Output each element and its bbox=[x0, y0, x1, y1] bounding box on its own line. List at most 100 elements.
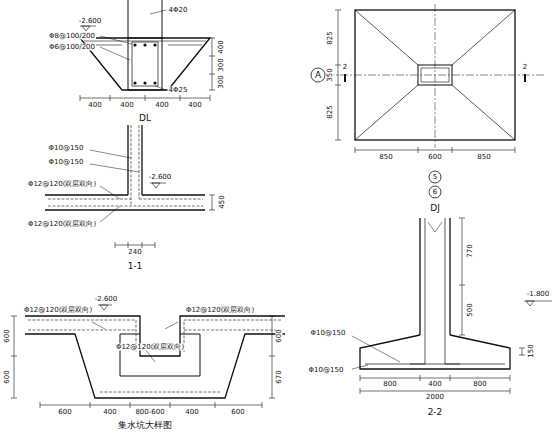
drawing-label: Φ10@150 bbox=[310, 330, 347, 337]
beam-section bbox=[133, 43, 136, 46]
footing-plan bbox=[326, 4, 545, 148]
wall-slab-section bbox=[48, 125, 203, 206]
sump-pit-section bbox=[120, 334, 200, 376]
drawing-label: 450 bbox=[219, 194, 226, 209]
footing-plan bbox=[311, 68, 325, 82]
drawing-label: Φ6@100/200 bbox=[48, 44, 96, 51]
drawing-label: Φ10@150 bbox=[48, 145, 85, 152]
drawing-label: 1-1 bbox=[127, 262, 144, 271]
drawing-label: -2.600 bbox=[94, 296, 119, 303]
wall-slab-section bbox=[45, 125, 205, 210]
footing-section bbox=[519, 301, 552, 355]
footing-plan bbox=[429, 186, 441, 198]
footing-section bbox=[352, 218, 552, 394]
drawing-label: -2.600 bbox=[148, 174, 173, 181]
drawing-label: 集水坑大样图 bbox=[117, 421, 173, 430]
drawing-label: -1.800 bbox=[526, 291, 551, 298]
sump-pit-section bbox=[25, 316, 285, 356]
footing-section bbox=[428, 222, 442, 232]
beam-section bbox=[153, 43, 156, 46]
drawing-label: Φ12@120(双层双向) bbox=[23, 307, 93, 314]
drawing-label: 400 bbox=[187, 102, 202, 109]
drawing-label: 300 bbox=[218, 57, 225, 72]
footing-plan bbox=[355, 147, 515, 153]
drawing-label: 600 bbox=[230, 409, 245, 416]
drawing-label: DJ bbox=[429, 204, 441, 213]
drawing-label: 2000 bbox=[425, 394, 445, 401]
footing-section bbox=[352, 336, 400, 369]
footing-section bbox=[365, 218, 505, 364]
drawing-label: 800-600 bbox=[134, 409, 165, 416]
drawing-label: Φ12@120(双层双向) bbox=[185, 307, 255, 314]
sump-pit-section bbox=[40, 402, 262, 408]
drawing-label: 500 bbox=[467, 302, 474, 317]
beam-section bbox=[209, 38, 215, 90]
drawing-label: 400 bbox=[119, 102, 134, 109]
drawing-label: 825 bbox=[327, 30, 334, 45]
drawing-label: Φ12@120(双层双向) bbox=[27, 221, 97, 228]
drawing-label: 600 bbox=[4, 369, 11, 384]
drawing-label: Φ8@100/200 bbox=[48, 33, 96, 40]
drawing-label: Φ10@150 bbox=[48, 159, 85, 166]
drawing-label: 150 bbox=[528, 343, 535, 358]
wall-slab-section bbox=[150, 183, 166, 188]
drawing-label: 400 bbox=[427, 381, 442, 388]
footing-plan bbox=[429, 171, 441, 183]
drawing-label: Φ10@150 bbox=[308, 367, 345, 374]
drawing-label: 800 bbox=[382, 381, 397, 388]
beam-section bbox=[133, 81, 136, 84]
drawing-label: 400 bbox=[184, 409, 199, 416]
sump-pit-section bbox=[11, 316, 275, 398]
drawing-label: 400 bbox=[154, 102, 169, 109]
drawing-label: 770 bbox=[467, 243, 474, 258]
drawing-label: 600 bbox=[57, 409, 72, 416]
sump-pit-section bbox=[11, 305, 285, 408]
footing-section bbox=[420, 218, 450, 335]
drawing-label: 400 bbox=[87, 102, 102, 109]
drawing-label: 2 bbox=[342, 64, 348, 71]
drawing-label: 2 bbox=[522, 64, 528, 71]
drawing-label: 240 bbox=[127, 249, 142, 256]
beam-section bbox=[128, 38, 162, 90]
drawing-label: 600 bbox=[276, 328, 283, 343]
drawing-label: 825 bbox=[327, 104, 334, 119]
sump-pit-section bbox=[92, 322, 178, 362]
drawing-label: DL bbox=[138, 114, 152, 123]
drawing-label: 400 bbox=[102, 409, 117, 416]
footing-plan bbox=[311, 4, 545, 198]
beam-section bbox=[84, 41, 206, 45]
drawing-label: 2-2 bbox=[427, 408, 444, 417]
sump-pit-section bbox=[98, 305, 112, 310]
drawing-label: A bbox=[314, 71, 322, 80]
drawing-label: 350 bbox=[327, 67, 334, 82]
drawing-label: 800 bbox=[472, 381, 487, 388]
drawing-label: 670 bbox=[276, 369, 283, 384]
drawing-label: 850 bbox=[378, 154, 393, 161]
beam-section bbox=[80, 95, 210, 101]
footing-section bbox=[360, 375, 510, 394]
beam-section bbox=[153, 81, 156, 84]
beam-section bbox=[143, 81, 146, 84]
beam-section bbox=[128, 0, 162, 38]
beam-section bbox=[80, 26, 96, 31]
drawing-label: 600 bbox=[427, 154, 442, 161]
wall-slab-section bbox=[115, 242, 155, 248]
drawing-label: 6 bbox=[432, 189, 438, 196]
drawing-label: Φ12@120(双层双向) bbox=[115, 344, 185, 351]
drawing-label: 5 bbox=[432, 174, 438, 181]
footing-plan bbox=[345, 74, 525, 82]
sump-pit-section bbox=[28, 320, 282, 392]
drawing-label: 600 bbox=[4, 328, 11, 343]
beam-section bbox=[133, 43, 156, 84]
beam-section bbox=[143, 43, 146, 46]
footing-plan bbox=[335, 10, 341, 140]
sump-pit-section bbox=[25, 334, 285, 398]
drawing-label: Φ12@120(双层双向) bbox=[27, 181, 97, 188]
drawing-label: 300 bbox=[218, 74, 225, 89]
beam-section bbox=[100, 10, 166, 90]
drawing-label: 4Φ20 bbox=[168, 7, 189, 14]
footing-section bbox=[459, 218, 465, 335]
wall-slab-section bbox=[90, 150, 139, 222]
beam-section bbox=[132, 42, 158, 86]
wall-slab-section bbox=[209, 195, 215, 210]
